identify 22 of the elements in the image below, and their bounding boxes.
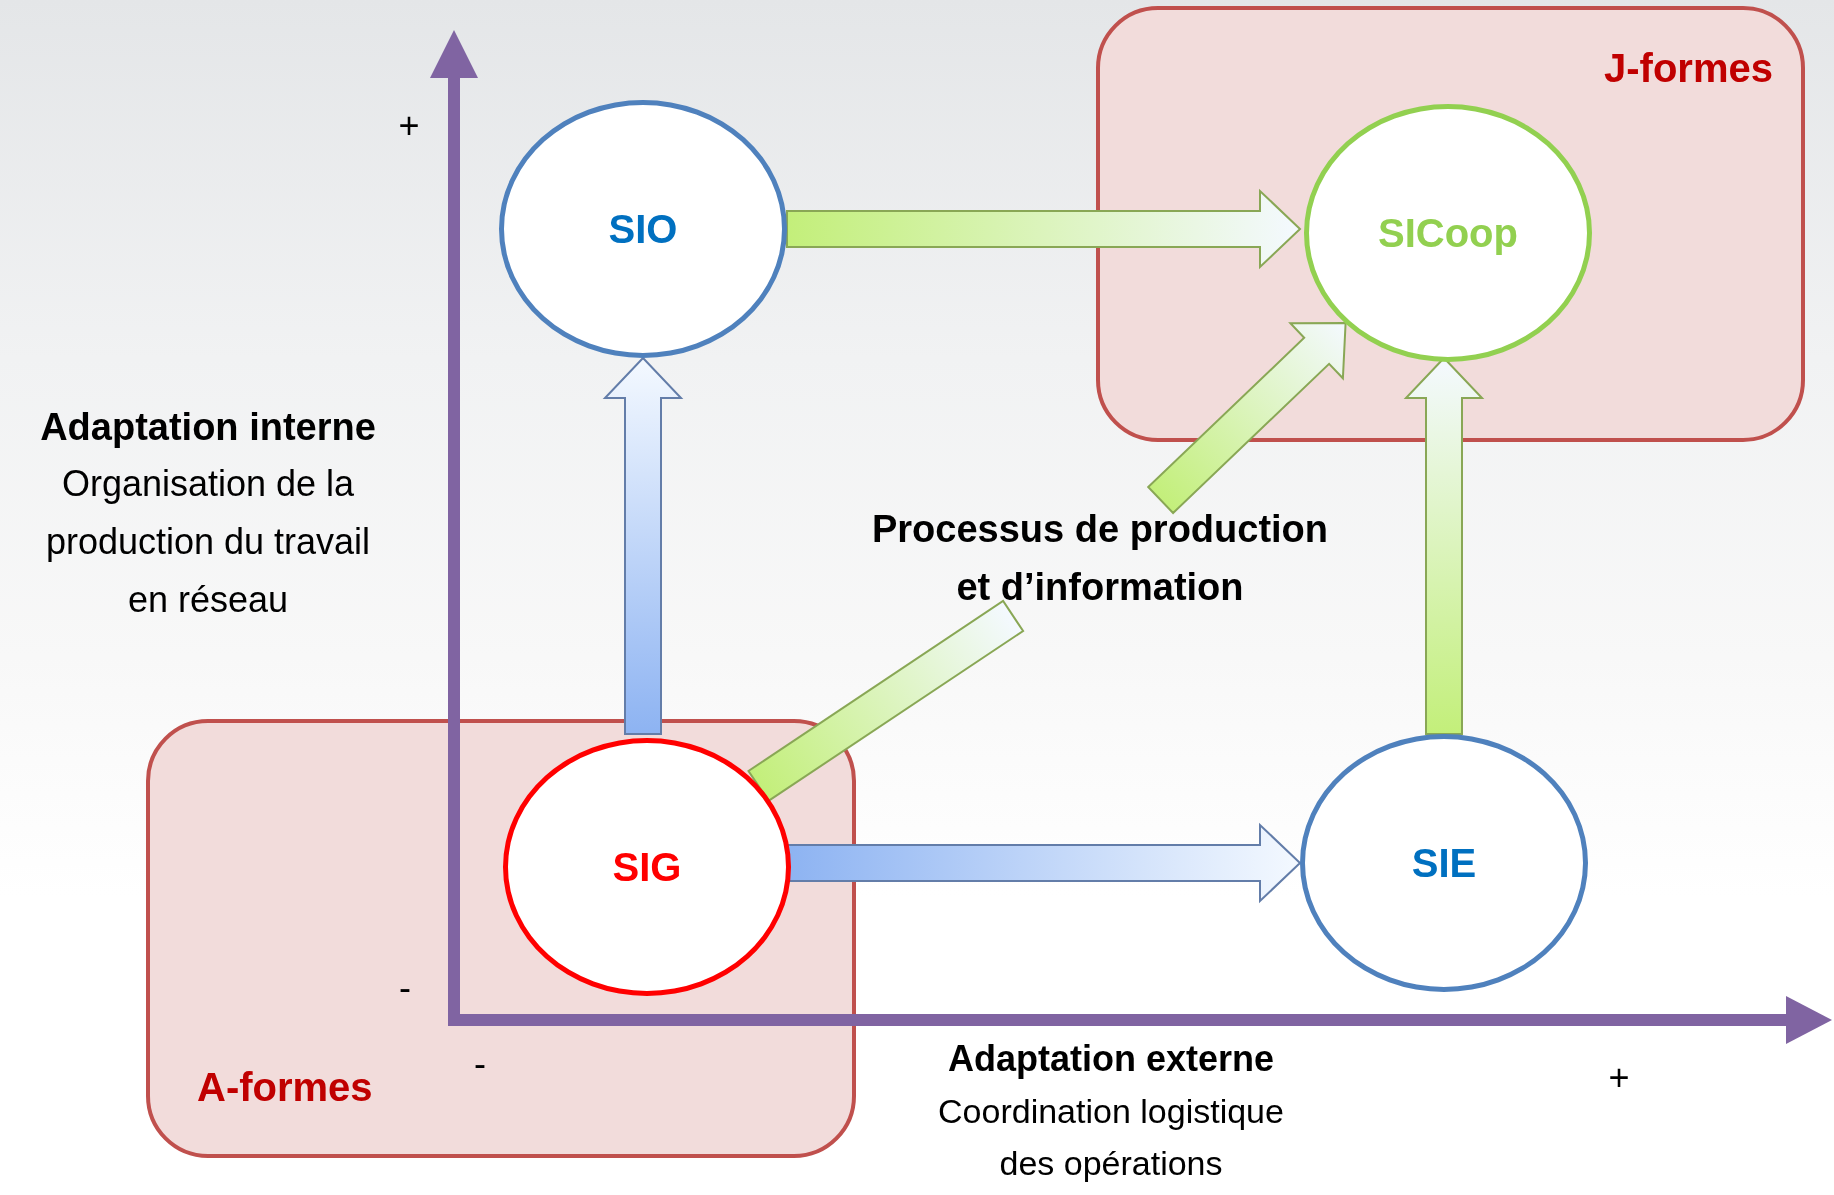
axis-label: - xyxy=(473,1042,487,1086)
region-box xyxy=(146,719,856,1158)
block-arrow xyxy=(602,356,684,735)
node-label: SIE xyxy=(1411,840,1477,886)
block-arrow xyxy=(1146,322,1347,515)
block-arrow xyxy=(786,188,1302,270)
node-label: SICoop xyxy=(1378,210,1518,256)
block-arrow xyxy=(747,599,1025,803)
block-arrow xyxy=(786,822,1302,904)
region-title: J-formes xyxy=(1604,46,1773,91)
axis-label: - xyxy=(398,966,412,1010)
axis-label: + xyxy=(1607,1056,1631,1100)
axis-label: Organisation de la production du travail en réseau xyxy=(44,462,372,622)
axis-label: + xyxy=(397,104,421,148)
axis-label: Coordination logistique des opérations xyxy=(937,1091,1285,1184)
process-label: Processus de production et d’information xyxy=(870,507,1330,610)
node-label: SIO xyxy=(608,206,678,252)
node-label: SIG xyxy=(612,844,682,890)
region-box xyxy=(1096,6,1805,442)
region-title: A-formes xyxy=(197,1065,373,1110)
axis-label: Adaptation externe xyxy=(946,1037,1276,1081)
axis-label: Adaptation interne xyxy=(39,405,377,450)
